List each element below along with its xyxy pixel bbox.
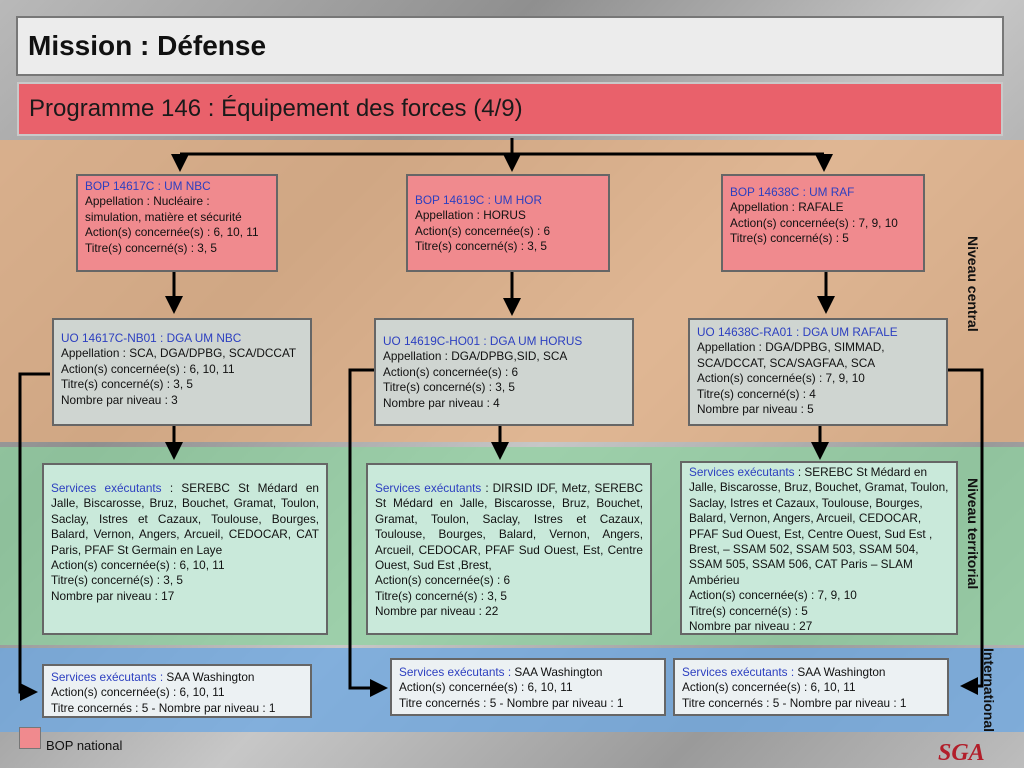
legend-swatch: [19, 727, 41, 749]
services-box-rafale: Services exécutants : SEREBC St Médard e…: [680, 461, 958, 635]
international-box-horus: Services exécutants : SAA Washington Act…: [390, 658, 666, 716]
sga-logo: SGA: [938, 740, 985, 766]
bop-box-nbc: BOP 14617C : UM NBC Appellation : Nucléa…: [76, 174, 278, 272]
services-box-horus: Services exécutants : DIRSID IDF, Metz, …: [366, 463, 652, 635]
level-label-territorial: Niveau territorial: [965, 478, 981, 590]
program-title: Programme 146 : Équipement des forces (4…: [17, 82, 1003, 136]
bop-box-raf: BOP 14638C : UM RAF Appellation : RAFALE…: [721, 174, 925, 272]
uo-box-rafale: UO 14638C-RA01 : DGA UM RAFALE Appellati…: [688, 318, 948, 426]
level-label-central: Niveau central: [965, 236, 981, 332]
uo-box-nbc: UO 14617C-NB01 : DGA UM NBC Appellation …: [52, 318, 312, 426]
uo-box-horus: UO 14619C-HO01 : DGA UM HORUS Appellatio…: [374, 318, 634, 426]
level-label-international: International: [981, 648, 997, 733]
bop-box-hor: BOP 14619C : UM HOR Appellation : HORUS …: [406, 174, 610, 272]
international-box-nbc: Services exécutants : SAA Washington Act…: [42, 664, 312, 718]
arrow-uo3-intl3: [948, 368, 984, 695]
arrow-uo2-intl2: [348, 368, 388, 697]
arrow-uo1-intl1: [18, 372, 50, 701]
services-box-nbc: Services exécutants : SEREBC St Médard e…: [42, 463, 328, 635]
international-box-rafale: Services exécutants : SAA Washington Act…: [673, 658, 949, 716]
page-title: Mission : Défense: [16, 16, 1004, 76]
legend-label: BOP national: [46, 738, 123, 753]
